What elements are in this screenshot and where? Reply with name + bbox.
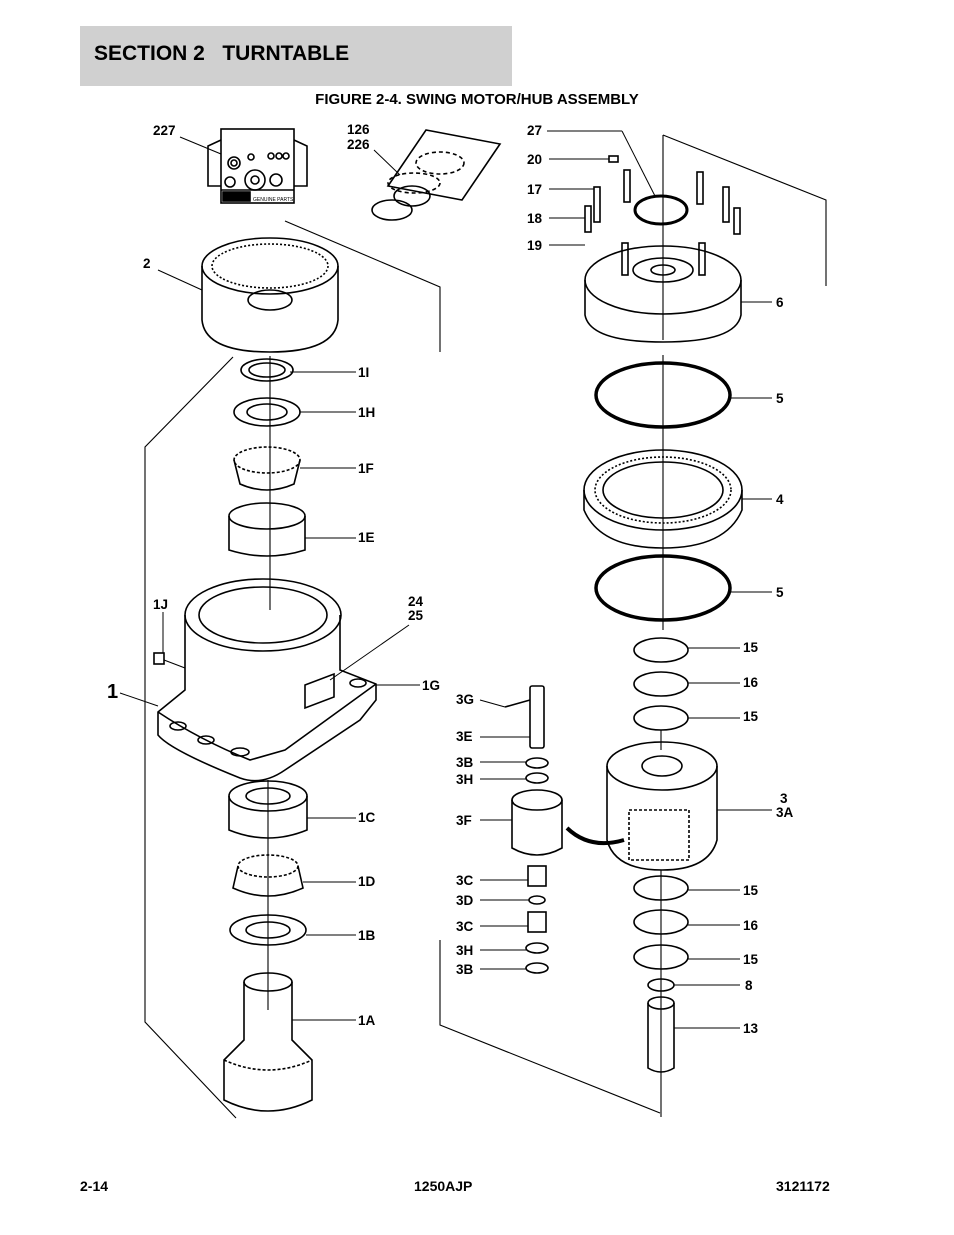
callout-label: 3G [456,692,474,707]
callout-label: 3E [456,729,473,744]
callout-label: 1A [358,1013,376,1028]
callout-label: 1H [358,405,375,420]
callout-labels: 227 126 226 2 1I 1H 1F 1E 1J 24 25 1 1G … [107,122,794,1036]
callout-label: 15 [743,709,759,724]
callout-label: 1G [422,678,440,693]
kit-box-label: GENUINE PARTS [253,197,294,203]
planet-gear-set-part [504,685,625,974]
ring-gear-part [201,237,339,353]
callout-label: 5 [776,391,784,406]
callout-label: 3H [456,772,473,787]
callout-label: 1F [358,461,374,476]
callout-label: 1 [107,681,118,703]
footer-page-number: 2-14 [80,1178,109,1194]
thrust-washer-part [233,397,301,427]
callout-label: 3H [456,943,473,958]
snap-ring-part [240,358,294,382]
footer-model: 1250AJP [414,1178,473,1194]
callout-label: 3C [456,873,474,888]
callout-label: 3B [456,755,474,770]
tapered-bearing-upper-part [233,446,301,491]
callout-label: 17 [527,182,542,197]
callout-label: 19 [527,238,542,253]
callout-label: 25 [408,608,424,623]
callout-label: 1J [153,597,168,612]
thrust-washer-16a-part [633,671,689,697]
assembly-bracket-lines [144,134,827,1119]
planet-carrier-part [606,741,718,871]
callout-label: 24 [408,594,424,609]
callout-label: 8 [745,978,753,993]
callout-label: 15 [743,640,759,655]
figure-title: FIGURE 2-4. SWING MOTOR/HUB ASSEMBLY [315,91,639,108]
callout-label: 3 [780,791,788,806]
callout-label: 15 [743,952,759,967]
hub-housing-part [153,578,377,782]
thrust-washer-15a-part [633,637,689,663]
callout-label: 4 [776,492,784,507]
callout-label: 15 [743,883,759,898]
callout-label: 16 [743,675,759,690]
callout-label: 3A [776,805,794,820]
bearing-cup-upper-part [228,502,306,557]
section-header-band: SECTION 2 TURNTABLE [80,26,512,86]
o-ring-small-part [633,194,689,226]
callout-label: 27 [527,123,542,138]
callout-label: 3C [456,919,474,934]
callout-label: 126 [347,122,370,137]
callout-label: 3F [456,813,472,828]
callout-label: 6 [776,295,784,310]
footer-doc-number: 3121172 [776,1178,830,1194]
callout-label: 2 [143,256,151,271]
parts-kit-box-part [207,128,308,204]
callout-label: 3B [456,962,474,977]
callout-label: 1I [358,365,369,380]
callout-label: 1E [358,530,375,545]
thrust-washer-15b-part [633,705,689,731]
callout-label: 16 [743,918,759,933]
callout-label: 20 [527,152,542,167]
callout-label: 3D [456,893,474,908]
callout-label: 13 [743,1021,759,1036]
section-title: SECTION 2 TURNTABLE [94,42,350,65]
callout-label: 5 [776,585,784,600]
callout-label: 226 [347,137,370,152]
callout-label: 1B [358,928,376,943]
bolts-part [584,155,741,276]
callout-label: 1D [358,874,376,889]
callout-label: 1C [358,810,376,825]
leader-lines [119,130,772,1029]
callout-label: 18 [527,211,543,226]
callout-label: 227 [153,123,176,138]
seal-kit-bag-part [371,129,502,221]
